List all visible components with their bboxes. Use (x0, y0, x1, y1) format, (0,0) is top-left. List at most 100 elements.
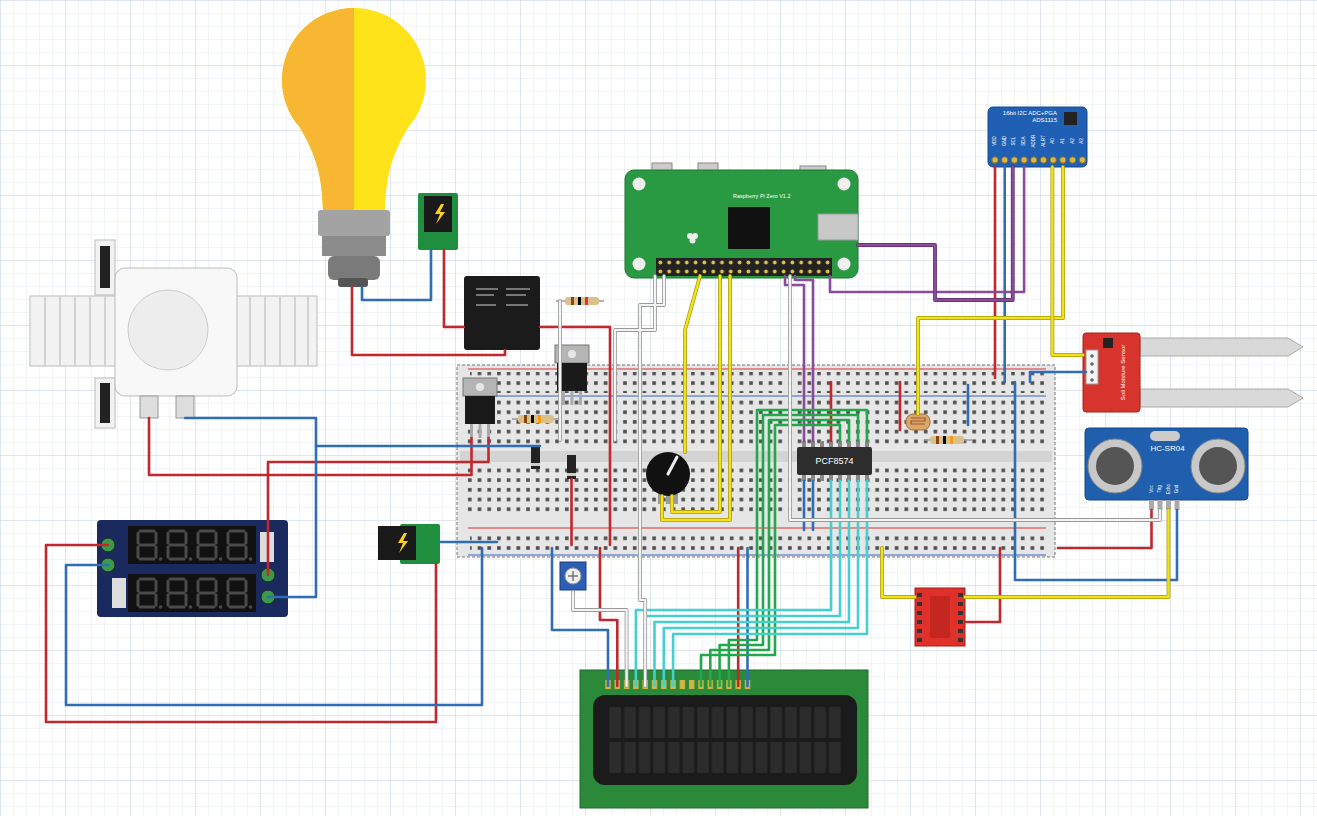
solenoid-valve-part (176, 396, 194, 418)
level-shifter-part (917, 602, 922, 606)
regulator-part (568, 350, 576, 358)
soil-sensor (1083, 333, 1303, 412)
level-shifter-part (958, 620, 963, 624)
wires-part (899, 382, 902, 430)
wires-part (46, 545, 436, 722)
pin-label: Gnd (1175, 485, 1180, 494)
wires-part (352, 287, 505, 355)
solenoid-valve-part (128, 290, 208, 370)
soil-sensor-part (1140, 338, 1303, 356)
resistor-part (571, 297, 574, 305)
light-bulb-part (322, 236, 386, 256)
raspberry-pi-board-part (633, 178, 646, 191)
wires-part (1058, 510, 1152, 548)
adc-board-part (1060, 157, 1066, 163)
wires-part (662, 167, 1169, 597)
board-title: 16bit I2C ADC+PGA ADS1115 (993, 110, 1057, 124)
solenoid-valve-part (100, 383, 110, 423)
dc-jack-part (378, 526, 416, 560)
buck-converter-part (97, 520, 288, 617)
potentiometer-part (646, 452, 690, 496)
regulator-part (479, 424, 482, 438)
ic-legs-part (820, 475, 824, 481)
wires-part (66, 548, 482, 705)
potentiometer-part (565, 568, 581, 584)
dc-jack (418, 193, 458, 250)
adc-board-part (1002, 157, 1008, 163)
adc-board (988, 107, 1087, 167)
wires-part (803, 481, 806, 530)
regulator-part (476, 383, 484, 391)
adc-board-part (1064, 112, 1077, 125)
wires-part (1030, 372, 1086, 382)
raspberry-pi-board-part (690, 238, 696, 244)
wires-part (540, 327, 610, 545)
ic-chip: PCF8574 (797, 447, 872, 475)
wires (46, 167, 1177, 722)
light-bulb-part (318, 210, 390, 236)
raspberry-pi-board-part (838, 178, 851, 191)
lcd-display-part (608, 705, 842, 775)
raspberry-pi-board-part (633, 258, 646, 271)
regulator-part (562, 391, 565, 405)
regulator-part (579, 391, 582, 405)
breadboard-part (470, 372, 1045, 393)
adc-board-part (1040, 157, 1046, 163)
wires-part (967, 385, 970, 425)
adc-board-part (1021, 157, 1027, 163)
resistor-part (936, 436, 939, 444)
buck-converter (97, 520, 288, 617)
adc-board-part (1069, 157, 1075, 163)
level-shifter-part (917, 593, 922, 597)
solenoid-valve-part (115, 268, 237, 396)
adc-board-part (992, 157, 998, 163)
wires-part (636, 481, 831, 686)
ultrasonic-sensor-part (1085, 428, 1248, 500)
resistor-part (943, 436, 946, 444)
wires-part (662, 167, 1169, 597)
solenoid-valve-part (30, 296, 125, 366)
resistor-part (531, 415, 534, 423)
light-bulb (282, 8, 426, 287)
pin-label: Echo (1166, 484, 1171, 494)
photoresistor-part (911, 418, 925, 424)
soil-sensor-part (1083, 333, 1140, 412)
soil-sensor-part (1090, 354, 1094, 358)
solenoid-valve-part (95, 240, 115, 295)
pin-label: Vcc (1149, 485, 1154, 493)
relay-part (476, 294, 494, 296)
wires-part (965, 548, 1000, 622)
wire (858, 167, 1013, 300)
wires-part (812, 481, 815, 530)
light-bulb-part (282, 8, 426, 210)
buck-converter-part (198, 579, 222, 609)
diode-part (567, 473, 576, 476)
adc-board-part (1050, 157, 1056, 163)
pin-label: A3 (1080, 138, 1085, 144)
soil-sensor-part (1090, 370, 1094, 374)
pin-label: VDD (993, 136, 998, 146)
wires-part (552, 548, 608, 686)
pin-label: GND (1002, 136, 1007, 146)
level-shifter-part (917, 611, 922, 615)
level-shifter-part (958, 593, 963, 597)
wires-part (440, 541, 497, 544)
wire (1052, 167, 1083, 355)
dc-jack-part (424, 196, 452, 232)
lcd-display (580, 670, 868, 808)
resistor-part (950, 436, 953, 444)
board-label: Soil Moisture Sensor (1120, 345, 1127, 400)
solenoid-valve (30, 240, 317, 428)
resistor-part (518, 415, 554, 423)
resistor-part (512, 301, 972, 440)
adc-board-part (988, 107, 1087, 167)
buck-converter-part (112, 578, 126, 608)
level-shifter-part (930, 596, 950, 638)
ultrasonic-sensor (1085, 428, 1248, 510)
raspberry-pi-board-part (838, 258, 851, 271)
solenoid-valve-part (100, 246, 110, 288)
relay-part (476, 288, 498, 290)
